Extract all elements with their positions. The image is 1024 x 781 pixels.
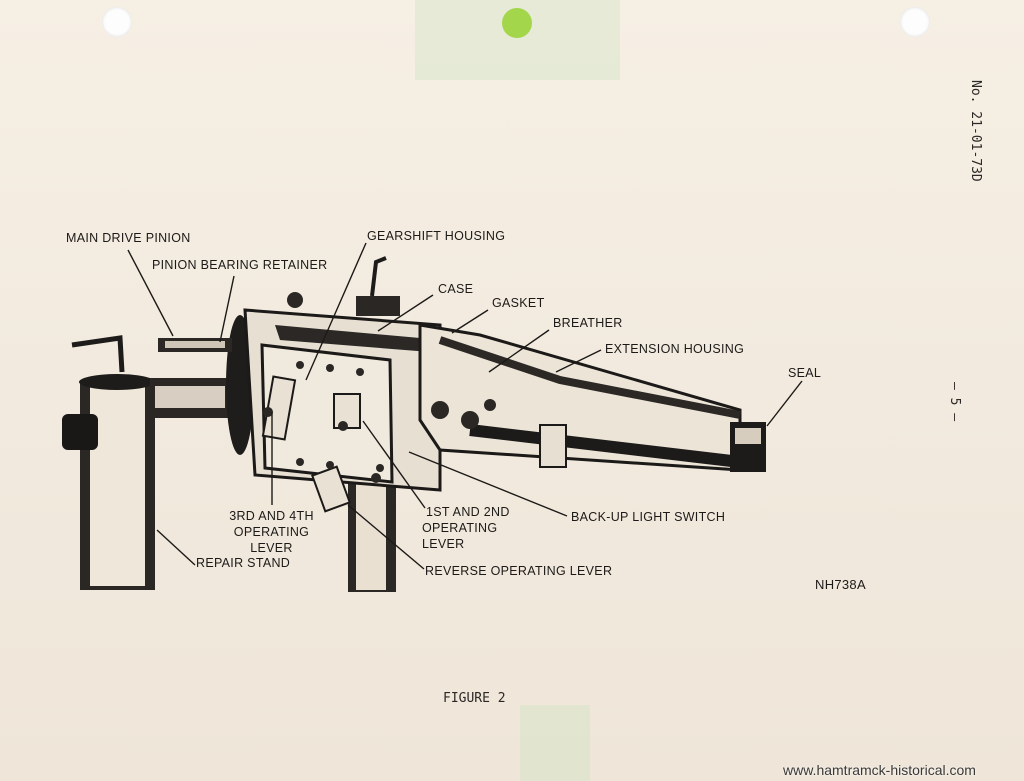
repair-stand-drawing	[62, 335, 396, 592]
label-reverse-operating-lever: REVERSE OPERATING LEVER	[425, 564, 613, 578]
label-1st-2nd-line2: OPERATING LEVER	[422, 521, 498, 551]
leader-lines	[127, 242, 803, 570]
label-3rd-4th-line2: OPERATING LEVER	[233, 525, 310, 555]
label-main-drive-pinion: MAIN DRIVE PINION	[66, 231, 191, 245]
levers-drawing	[261, 361, 496, 513]
watermark: www.hamtramck-historical.com	[783, 762, 976, 778]
punch-hole-center	[502, 8, 532, 38]
label-case: CASE	[438, 282, 474, 296]
label-gearshift-housing: GEARSHIFT HOUSING	[367, 229, 506, 243]
case-drawing	[158, 256, 442, 492]
label-pinion-bearing-retainer: PINION BEARING RETAINER	[152, 258, 328, 272]
figure-caption: FIGURE 2	[443, 691, 506, 706]
label-breather: BREATHER	[553, 316, 623, 330]
label-1st-2nd-operating-lever: 1ST AND 2ND OPERATING LEVER	[422, 504, 537, 552]
label-backup-light-switch: BACK-UP LIGHT SWITCH	[571, 510, 726, 524]
label-extension-housing: EXTENSION HOUSING	[605, 342, 745, 356]
label-3rd-4th-operating-lever: 3RD AND 4TH OPERATING LEVER	[214, 508, 329, 556]
punch-hole-right	[900, 7, 930, 37]
label-1st-2nd-line1: 1ST AND 2ND	[426, 505, 510, 519]
label-repair-stand: REPAIR STAND	[196, 556, 291, 570]
extension-housing-drawing	[418, 323, 766, 472]
paper-stain-bottom	[520, 705, 590, 781]
label-seal: SEAL	[788, 366, 822, 380]
punch-hole-left	[102, 7, 132, 37]
label-gasket: GASKET	[492, 296, 545, 310]
figure-code: NH738A	[815, 577, 866, 592]
label-3rd-4th-line1: 3RD AND 4TH	[229, 509, 314, 523]
